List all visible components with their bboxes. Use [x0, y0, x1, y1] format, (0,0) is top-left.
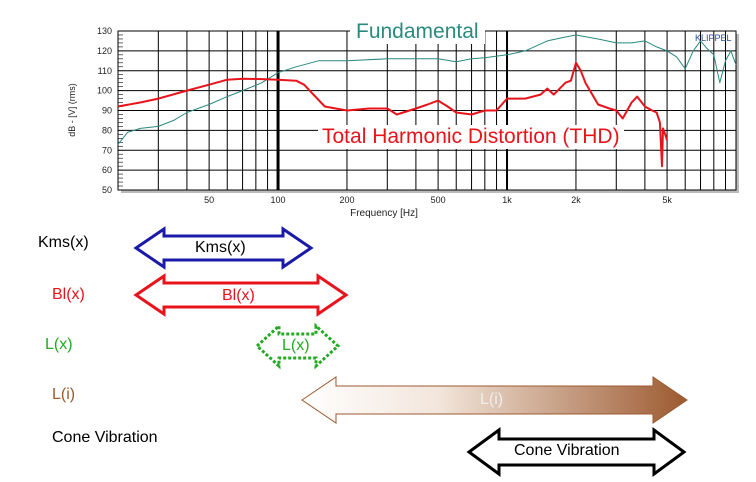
- x-tick-label: 500: [431, 195, 446, 205]
- chart-series: [117, 34, 737, 168]
- y-tick-label: 70: [102, 145, 112, 155]
- x-tick-label: 50: [204, 195, 214, 205]
- arrow-label-bl: Bl(x): [222, 287, 255, 304]
- fundamental-label: Fundamental: [350, 20, 485, 44]
- x-axis-label: Frequency [Hz]: [350, 208, 418, 219]
- effect-label-lx: L(x): [45, 336, 73, 353]
- arrow-label-kms: Kms(x): [195, 239, 246, 256]
- thd-label: Total Harmonic Distortion (THD): [318, 125, 624, 149]
- x-tick-label: 2k: [571, 195, 581, 205]
- y-tick-label: 130: [97, 26, 112, 36]
- x-tick-label: 1k: [502, 195, 512, 205]
- bl-range-arrow: [133, 273, 349, 317]
- y-axis-label: dB - [V] (rms): [67, 83, 77, 137]
- y-tick-label: 60: [102, 165, 112, 175]
- y-tick-label: 100: [97, 86, 112, 96]
- effect-label-cone: Cone Vibration: [52, 429, 158, 446]
- fundamental-curve: [117, 34, 737, 145]
- x-tick-label: 200: [339, 195, 354, 205]
- li-range-arrow: [301, 376, 688, 424]
- effect-label-kms: Kms(x): [38, 234, 89, 251]
- y-tick-label: 110: [98, 66, 112, 76]
- effect-label-bl: Bl(x): [52, 286, 85, 303]
- x-tick-label: 100: [271, 195, 286, 205]
- arrow-label-lx: L(x): [282, 337, 310, 354]
- y-tick-label: 120: [97, 46, 112, 56]
- klippel-watermark: KLIPPEL: [695, 33, 732, 43]
- kms-range-arrow: [133, 226, 314, 270]
- arrow-label-cone: Cone Vibration: [514, 442, 620, 459]
- arrow-label-li: L(i): [480, 391, 504, 408]
- y-tick-label: 80: [102, 125, 112, 135]
- y-tick-label: 50: [102, 185, 112, 195]
- thd-curve: [117, 61, 669, 168]
- effect-label-li: L(i): [52, 386, 76, 403]
- y-tick-label: 90: [102, 106, 112, 116]
- cone-vibration-range-arrow: [466, 427, 687, 477]
- chart-axes: 50 60 70 80 90 100 110 120 130 50 100 200 500 1k 2k 5k: [97, 26, 672, 205]
- lx-range-arrow: [254, 322, 341, 370]
- x-tick-label: 5k: [662, 195, 672, 205]
